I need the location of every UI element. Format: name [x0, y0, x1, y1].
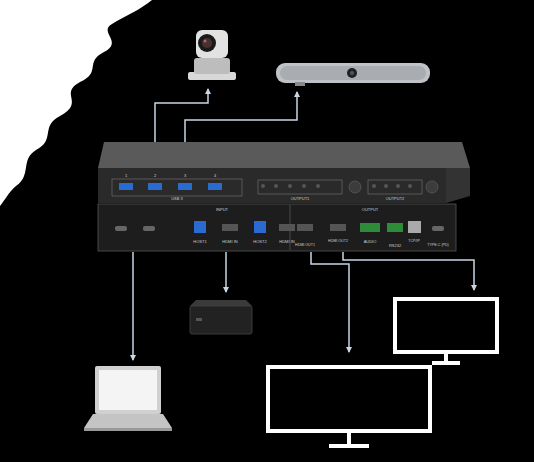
- port-label: 1: [125, 174, 127, 178]
- port-label: HOST1: [193, 240, 206, 244]
- port-label: HDMI IN: [279, 240, 294, 244]
- port-label: 4: [214, 174, 216, 178]
- port-label: OUTPUT: [362, 208, 378, 212]
- port-label: HDMI OUT2: [328, 240, 348, 244]
- mini-pc: [190, 300, 252, 334]
- port-label: RS232: [389, 244, 401, 248]
- laptop: [84, 366, 172, 431]
- ptz-camera: [188, 30, 236, 80]
- soundbar-camera: [276, 63, 430, 86]
- port-label: USB 3: [171, 197, 183, 201]
- port-label: 3: [184, 174, 186, 178]
- port-label: TYPE-C (PD): [427, 244, 449, 248]
- matrix-device: [98, 142, 470, 203]
- port-label: INPUT: [216, 208, 228, 212]
- port-label: 2: [154, 174, 156, 178]
- rear-panel: [98, 204, 456, 251]
- port-label: AUDIO: [364, 240, 377, 244]
- port-label: HDMI OUT1: [295, 244, 315, 248]
- port-label: TCP/IP: [408, 240, 420, 244]
- port-label: HOST2: [253, 240, 266, 244]
- port-label: OUTPUT1: [291, 197, 310, 201]
- monitor: [268, 299, 497, 446]
- port-label: OUTPUT2: [386, 197, 405, 201]
- port-label: HDMI IN: [222, 240, 237, 244]
